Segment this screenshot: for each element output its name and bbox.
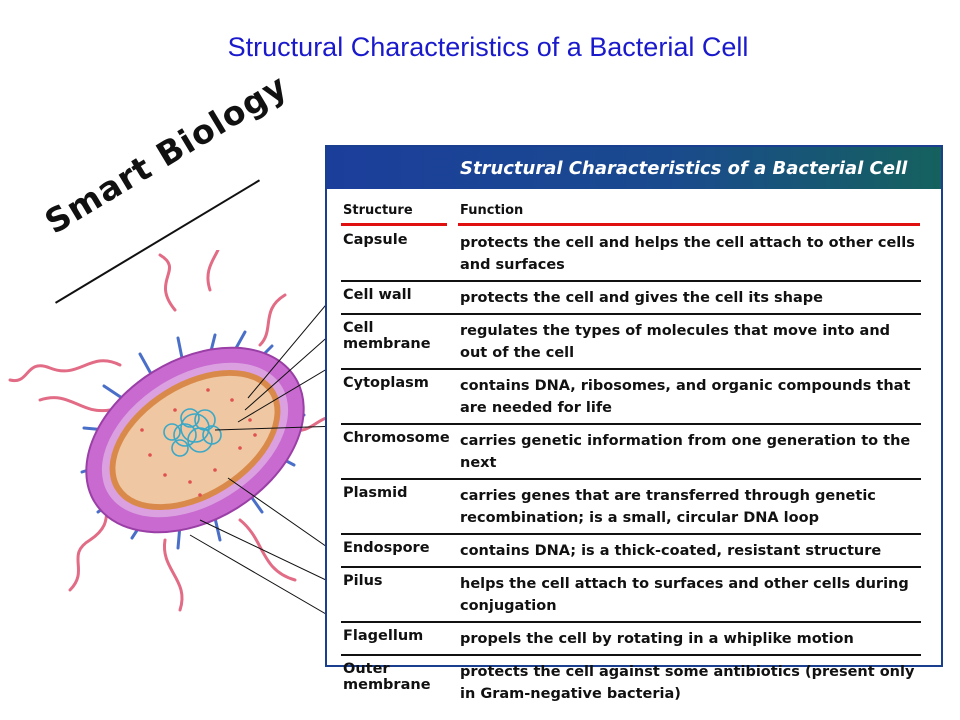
bacterial-cell-illustration — [8, 250, 340, 612]
table-row: Flagellum propels the cell by rotating i… — [341, 623, 921, 656]
flagellum — [158, 253, 177, 312]
header-function: Function — [460, 203, 524, 218]
table-header: Structure Function — [341, 199, 921, 227]
row-structure: Capsule — [343, 232, 408, 248]
row-function: contains DNA, ribosomes, and organic com… — [460, 378, 911, 416]
flagellum — [38, 396, 112, 413]
header-rule — [341, 223, 447, 226]
table-row: Cytoplasm contains DNA, ribosomes, and o… — [341, 370, 921, 425]
table-row: Pilus helps the cell attach to surfaces … — [341, 568, 921, 623]
table-row: Endospore contains DNA; is a thick-coate… — [341, 535, 921, 568]
row-function: protects the cell and helps the cell att… — [460, 235, 915, 273]
row-structure: Cell membrane — [343, 320, 431, 352]
flagellum — [8, 359, 122, 383]
structure-function-table: Structure Function Capsule protects the … — [341, 199, 921, 709]
row-function: contains DNA; is a thick-coated, resista… — [460, 543, 882, 559]
flagellum — [206, 250, 220, 292]
table-row: Outer membrane protects the cell against… — [341, 656, 921, 709]
chromosome — [163, 408, 222, 457]
row-function: protects the cell against some antibioti… — [460, 664, 915, 702]
row-function: protects the cell and gives the cell its… — [460, 290, 823, 306]
row-structure: Chromosome — [343, 430, 450, 446]
table-row: Plasmid carries genes that are transferr… — [341, 480, 921, 535]
row-function: carries genes that are transferred throu… — [460, 488, 876, 526]
row-function: helps the cell attach to surfaces and ot… — [460, 576, 909, 614]
table-row: Cell membrane regulates the types of mol… — [341, 315, 921, 370]
row-structure: Endospore — [343, 540, 430, 556]
structure-table-panel: Structural Characteristics of a Bacteria… — [325, 145, 943, 702]
table-row: Cell wall protects the cell and gives th… — [341, 282, 921, 315]
row-structure: Plasmid — [343, 485, 408, 501]
table-row: Chromosome carries genetic information f… — [341, 425, 921, 480]
brand-logo-text: Smart Biology — [38, 66, 294, 242]
panel-title: Structural Characteristics of a Bacteria… — [327, 147, 941, 189]
row-function: carries genetic information from one gen… — [460, 433, 911, 471]
header-structure: Structure — [343, 203, 413, 218]
row-function: regulates the types of molecules that mo… — [460, 323, 891, 361]
flagellum — [238, 518, 297, 582]
row-structure: Cell wall — [343, 287, 412, 303]
flagellum — [162, 538, 184, 612]
pilus — [176, 336, 184, 360]
row-function: propels the cell by rotating in a whipli… — [460, 631, 854, 647]
row-structure: Pilus — [343, 573, 383, 589]
pilus — [102, 384, 124, 400]
row-structure: Flagellum — [343, 628, 424, 644]
header-rule — [458, 223, 920, 226]
flagellum — [258, 293, 287, 347]
pilus — [213, 516, 222, 542]
row-structure: Cytoplasm — [343, 375, 429, 391]
pilus — [138, 352, 152, 374]
table-row: Capsule protects the cell and helps the … — [341, 227, 921, 282]
slide-title: Structural Characteristics of a Bacteria… — [227, 32, 749, 62]
row-structure: Outer membrane — [343, 661, 431, 693]
